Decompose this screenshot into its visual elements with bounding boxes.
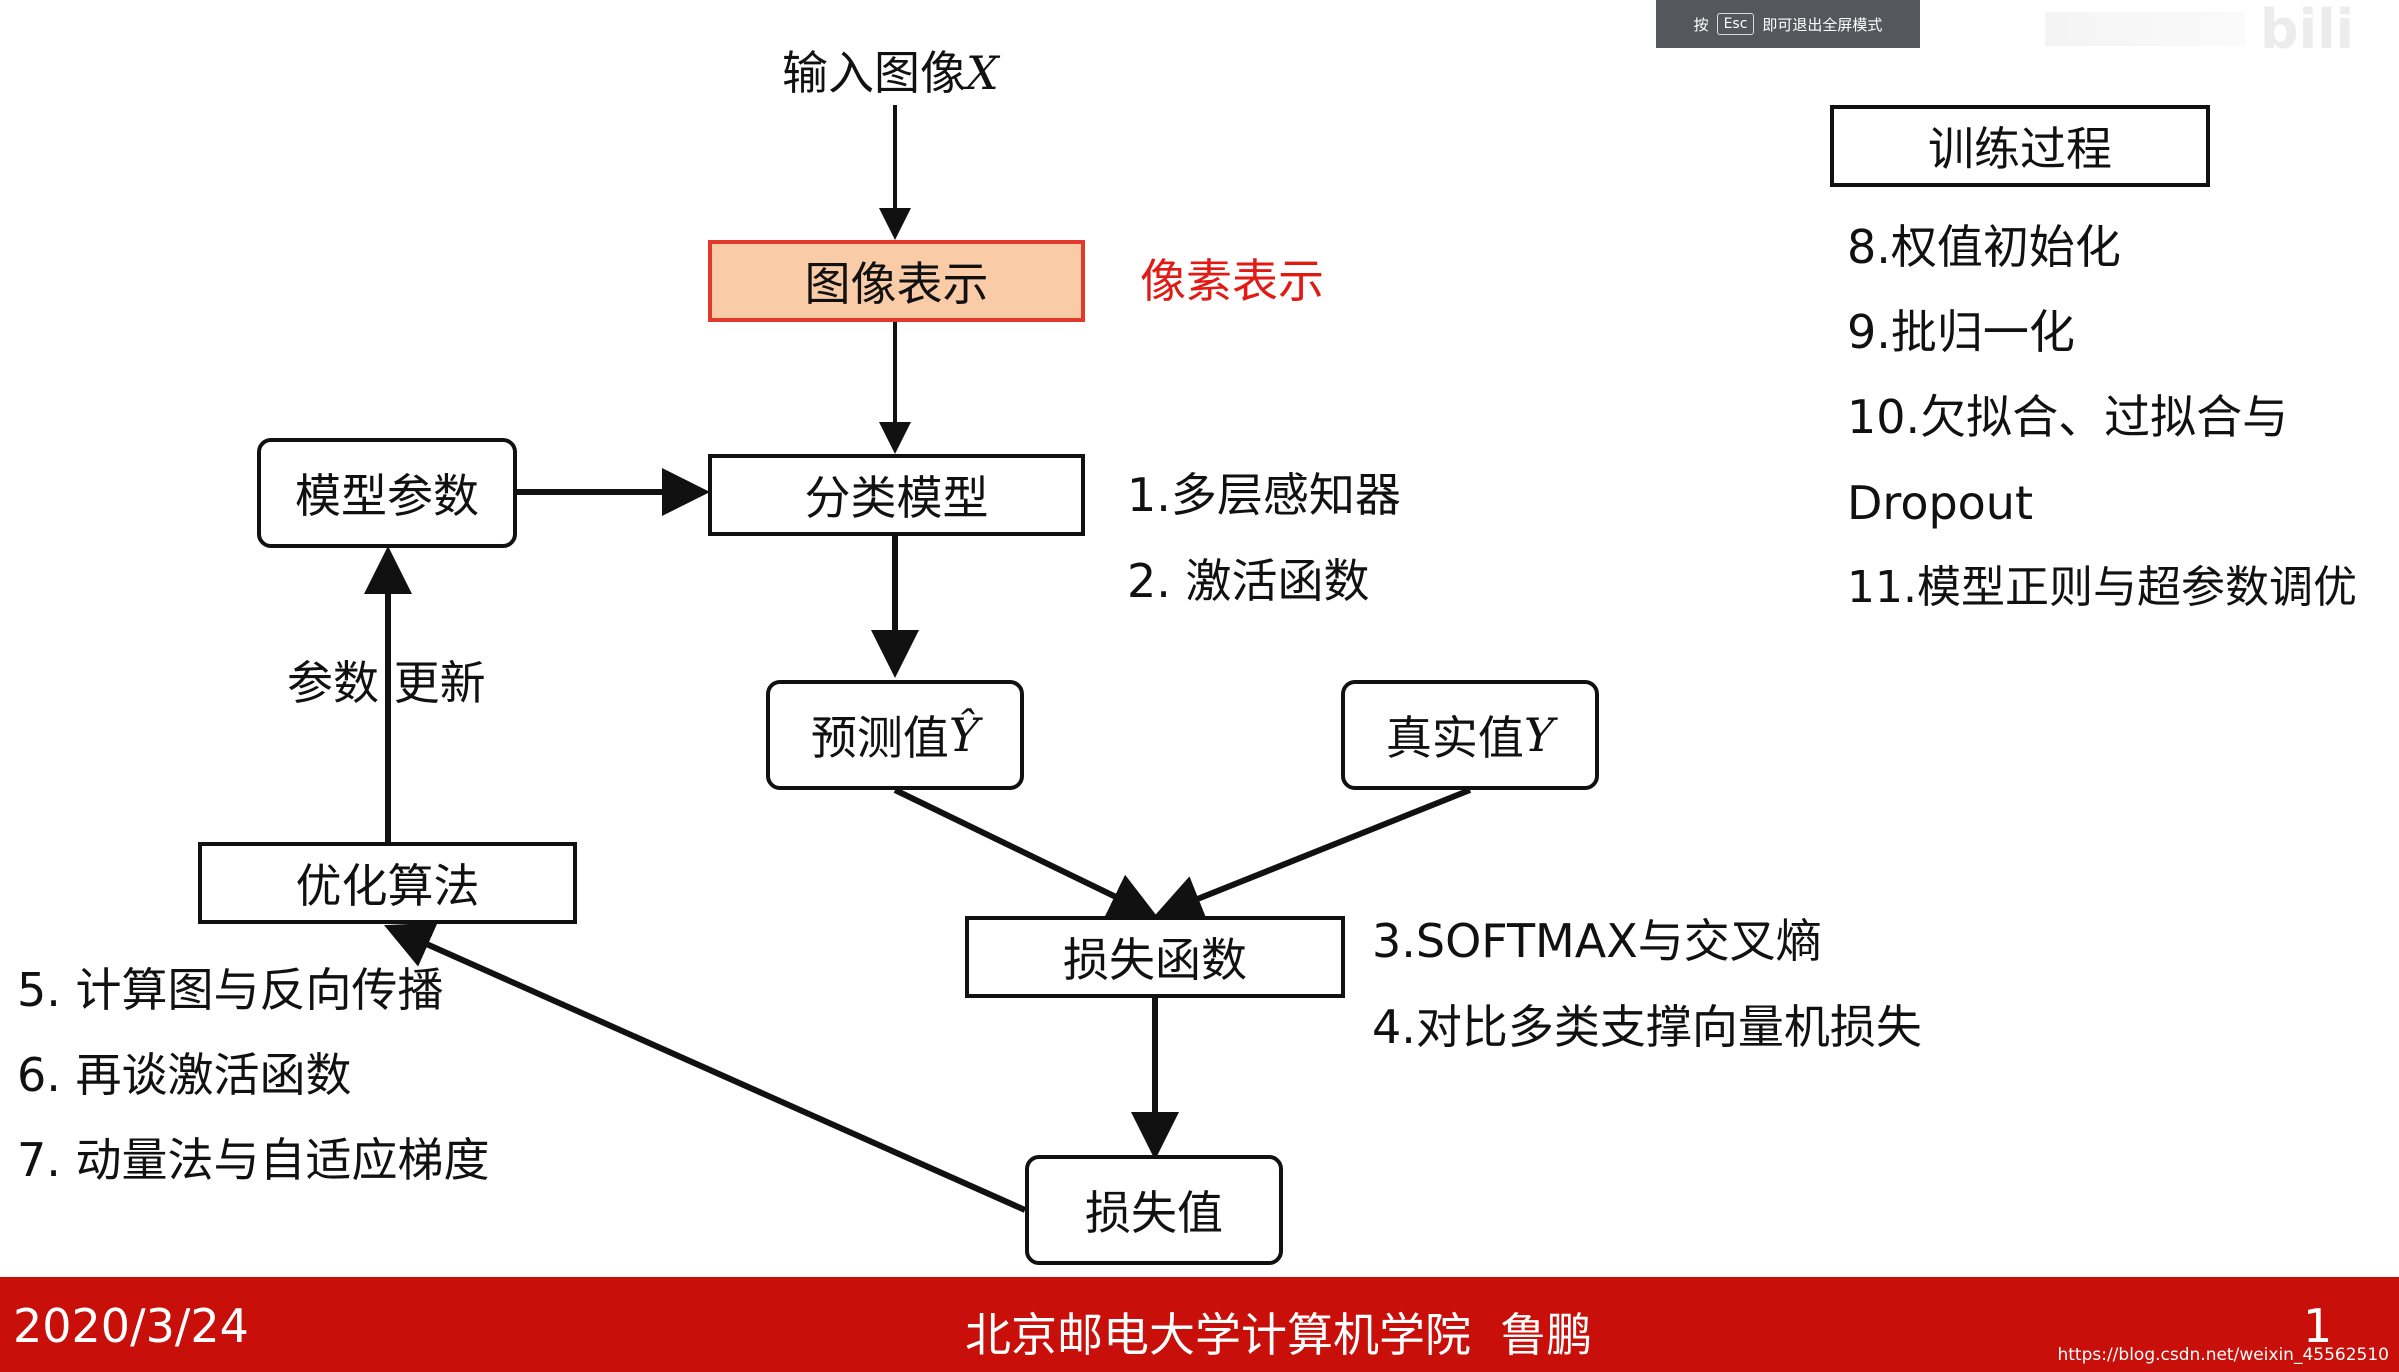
optimizer-note-1: 5. 计算图与反向传播 [17, 963, 444, 1017]
truth-var: Y [1523, 708, 1555, 762]
csdn-watermark: https://blog.csdn.net/weixin_45562510 [2057, 1345, 2389, 1365]
training-item-1: 8.权值初始化 [1847, 220, 2121, 274]
image-representation-box: 图像表示 [708, 240, 1085, 322]
esc-hint-prefix: 按 [1693, 15, 1709, 34]
classifier-note-1: 1.多层感知器 [1127, 468, 1401, 522]
parameter-update-label: 参数 更新 [287, 656, 486, 710]
image-representation-label: 图像表示 [804, 257, 989, 311]
watermark-blur [2045, 12, 2245, 46]
prediction-var: Ŷ [948, 708, 980, 762]
loss-function-label: 损失函数 [1063, 933, 1247, 987]
optimizer-note-2: 6. 再谈激活函数 [17, 1048, 352, 1102]
model-parameters-box: 模型参数 [257, 438, 517, 548]
exit-fullscreen-hint[interactable]: 按 Esc 即可退出全屏模式 [1656, 0, 1920, 48]
loss-note-1: 3.SOFTMAX与交叉熵 [1372, 914, 1822, 968]
footer-page-number: 1 [2303, 1299, 2333, 1353]
input-image-text: 输入图像 [782, 46, 966, 100]
optimizer-note-3: 7. 动量法与自适应梯度 [17, 1133, 490, 1187]
arrow-prediction-to-loss [893, 787, 1158, 918]
flow-connectors [364, 105, 1472, 1213]
slide-footer: 2020/3/24 北京邮电大学计算机学院 鲁鹏 1 [0, 1277, 2399, 1372]
pixel-representation-label: 像素表示 [1140, 254, 1324, 308]
training-process-title: 训练过程 [1928, 122, 2112, 176]
footer-date: 2020/3/24 [13, 1299, 249, 1353]
footer-institution: 北京邮电大学计算机学院 鲁鹏 [965, 1308, 1593, 1362]
classifier-box: 分类模型 [708, 454, 1085, 536]
training-item-2: 9.批归一化 [1847, 305, 2075, 359]
model-parameters-label: 模型参数 [295, 469, 479, 523]
arrow-truth-to-loss [1153, 787, 1472, 921]
input-var-x: X [966, 46, 999, 100]
training-item-4: Dropout [1847, 476, 2033, 530]
loss-function-box: 损失函数 [965, 916, 1345, 998]
prediction-text: 预测值 [810, 711, 949, 765]
esc-key: Esc [1716, 13, 1755, 35]
truth-text: 真实值 [1385, 711, 1524, 765]
input-image-label: 输入图像X [782, 50, 999, 96]
training-item-5: 11.模型正则与超参数调优 [1847, 562, 2357, 613]
loss-note-2: 4.对比多类支撑向量机损失 [1372, 1000, 1922, 1054]
loss-value-label: 损失值 [1085, 1186, 1223, 1240]
arrow-lossvalue-to-optimizer [384, 922, 1027, 1213]
classifier-note-2: 2. 激活函数 [1127, 554, 1370, 608]
training-item-3: 10.欠拟合、过拟合与 [1847, 390, 2289, 444]
esc-hint-suffix: 即可退出全屏模式 [1762, 15, 1883, 34]
bilibili-watermark: bili [2260, 0, 2355, 61]
optimizer-box: 优化算法 [198, 842, 577, 924]
loss-value-box: 损失值 [1025, 1155, 1283, 1265]
training-process-box: 训练过程 [1830, 105, 2210, 187]
optimizer-label: 优化算法 [295, 859, 480, 913]
classifier-label: 分类模型 [804, 471, 989, 525]
